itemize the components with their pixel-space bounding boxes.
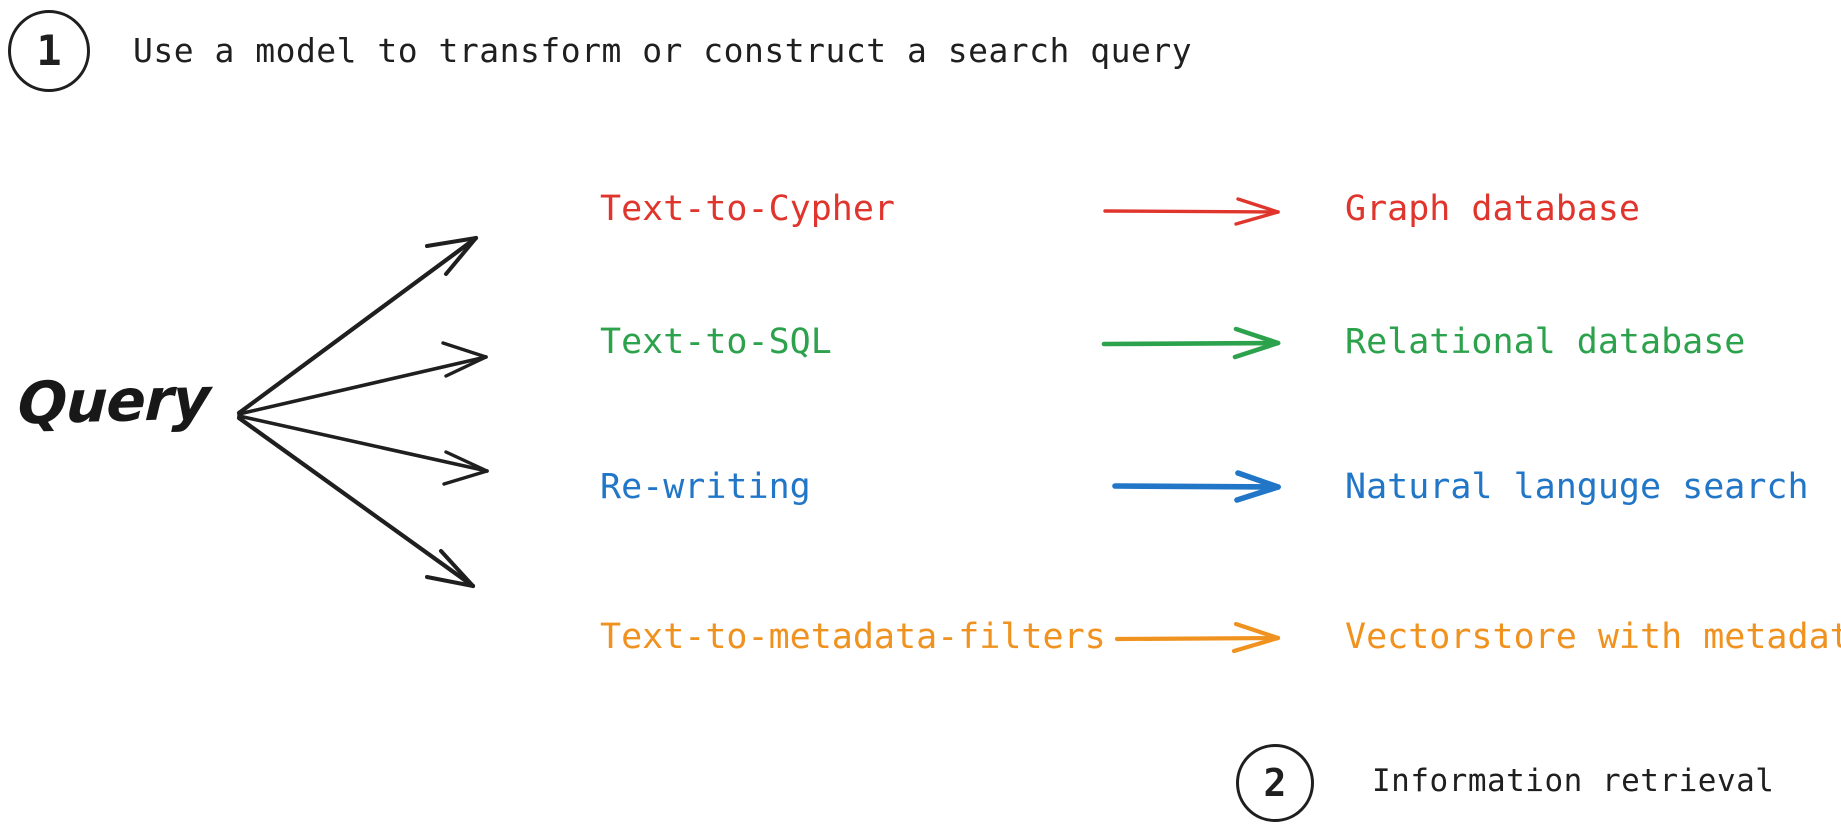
- branch-technique-0: Text-to-Cypher: [600, 189, 896, 229]
- fan-arrow-2: [237, 414, 489, 486]
- fan-arrow-3: [236, 415, 476, 589]
- branch-target-2: Natural languge search: [1345, 467, 1809, 507]
- branch-target-3: Vectorstore with metadata: [1345, 617, 1841, 657]
- branch-technique-2: Re-writing: [600, 467, 811, 507]
- flow-arrow-0: [1103, 197, 1280, 226]
- branch-target-0: Graph database: [1345, 189, 1641, 229]
- fan-arrow-0: [236, 235, 479, 416]
- flow-arrow-2: [1112, 470, 1281, 503]
- fan-arrow-1: [237, 341, 488, 416]
- step-badge-1: 1: [8, 10, 90, 92]
- flow-arrow-3: [1114, 621, 1281, 654]
- branch-target-1: Relational database: [1345, 322, 1746, 362]
- step-badge-2: 2: [1236, 744, 1314, 822]
- step-caption-1: Use a model to transform or construct a …: [133, 31, 1193, 70]
- step-caption-2: Information retrieval: [1372, 763, 1775, 799]
- flow-arrow-1: [1101, 326, 1281, 360]
- branch-technique-1: Text-to-SQL: [600, 322, 832, 362]
- branch-technique-3: Text-to-metadata-filters: [600, 617, 1106, 657]
- query-node-label: Query: [16, 364, 211, 438]
